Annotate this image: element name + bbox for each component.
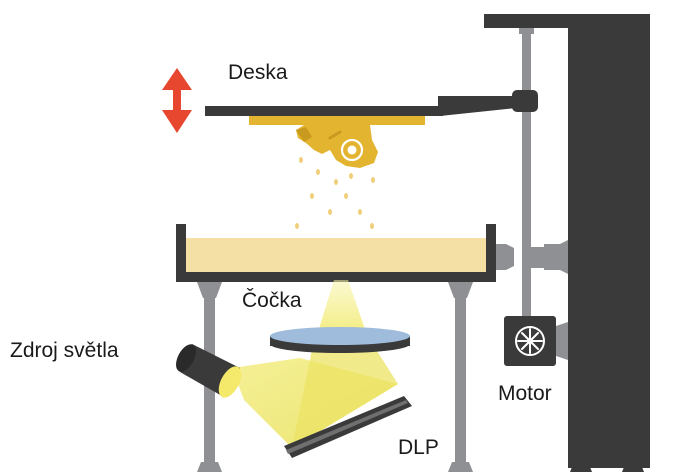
motor-label: Motor <box>498 382 552 405</box>
resin-vat <box>176 224 496 282</box>
dlp-label: DLP <box>398 436 439 459</box>
light-source <box>176 344 242 398</box>
resin-drips <box>295 157 375 229</box>
lead-screw <box>494 28 568 340</box>
resin-print-object <box>296 125 378 168</box>
motor <box>504 316 568 366</box>
fan-icon <box>515 326 545 356</box>
platform-label: Deska <box>228 61 288 84</box>
dlp-chip <box>284 396 412 458</box>
build-platform <box>205 90 538 125</box>
lens-label: Čočka <box>242 289 302 312</box>
light-beam <box>232 280 398 448</box>
up-down-arrow-icon <box>162 68 192 133</box>
lens <box>270 327 410 353</box>
light-source-label: Zdroj světla <box>10 339 119 362</box>
tower <box>484 14 650 472</box>
